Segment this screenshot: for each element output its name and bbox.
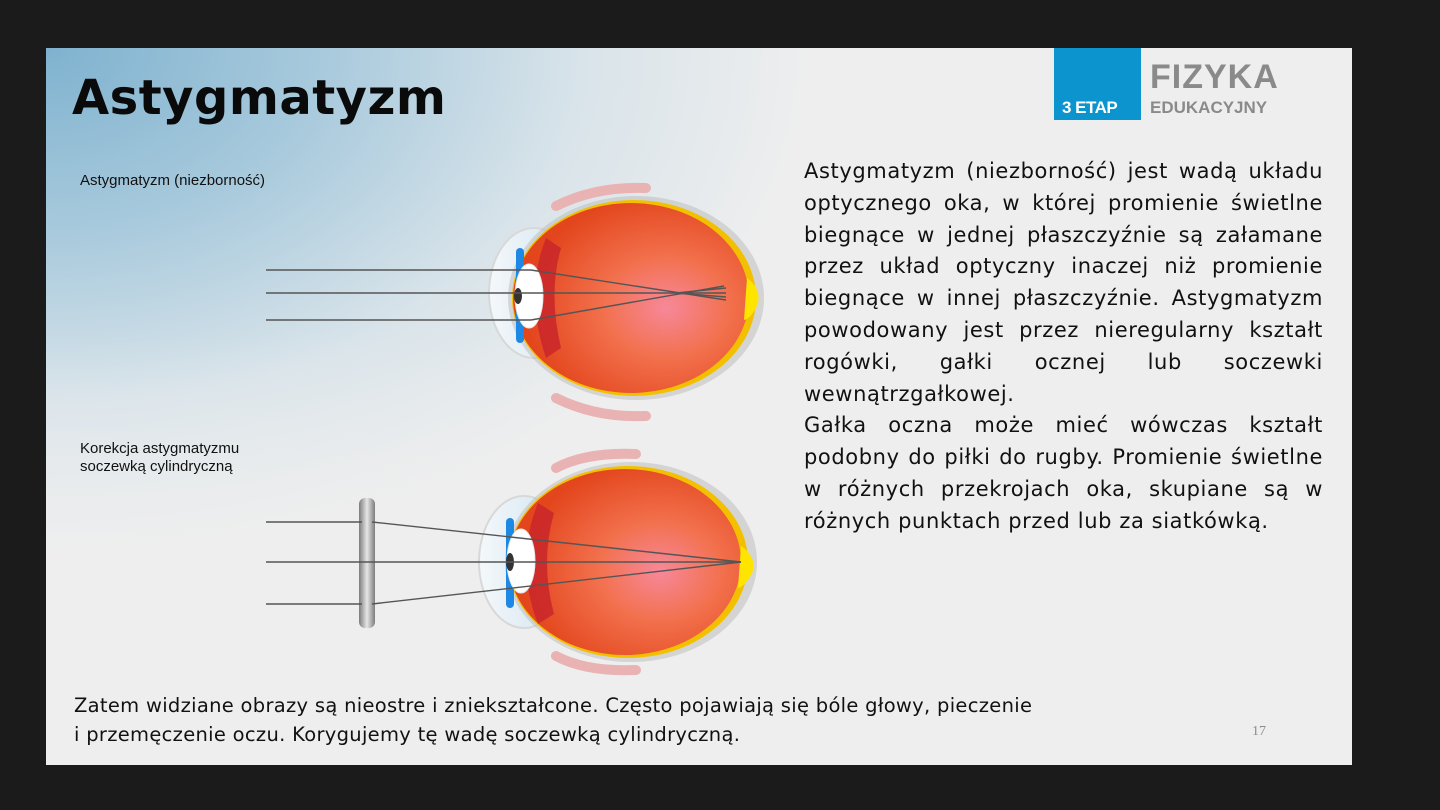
logo-name: FIZYKA (1150, 58, 1279, 96)
slide: Astygmatyzm 3 ETAP FIZYKA EDUKACYJNY Ast… (46, 48, 1352, 765)
figure-caption-correction: Korekcja astygmatyzmu soczewką cylindryc… (80, 440, 239, 476)
fizyka-edukacyjny-logo: 3 ETAP FIZYKA EDUKACYJNY (1054, 48, 1314, 120)
bottom-text: Zatem widziane obrazy są nieostre i znie… (74, 691, 1334, 749)
body-paragraph: Gałka oczna może mieć wówczas kształt po… (804, 413, 1323, 533)
page-number: 17 (1252, 724, 1266, 739)
caption-line: soczewką cylindryczną (80, 458, 233, 475)
bottom-line: i przemęczenie oczu. Korygujemy tę wadę … (74, 723, 741, 746)
eye-cross-section-cylindrical-lens-correction-icon (266, 448, 757, 676)
caption-line: Astygmatyzm (niezborność) (80, 172, 266, 189)
logo-subtitle: EDUKACYJNY (1150, 98, 1268, 117)
logo-badge-text: 3 ETAP (1062, 98, 1118, 117)
body-text: Astygmatyzm (niezborność) jest wadą ukła… (804, 156, 1323, 538)
eye-cross-section-astigmatism-icon (266, 182, 764, 422)
bottom-line: Zatem widziane obrazy są nieostre i znie… (74, 694, 1033, 717)
body-paragraph: Astygmatyzm (niezborność) jest wadą ukła… (804, 159, 1323, 406)
slide-title: Astygmatyzm (72, 70, 447, 126)
logo-badge (1054, 48, 1141, 120)
cylindrical-lens (359, 498, 375, 628)
figure-caption-astigmatism: Astygmatyzm (niezborność) (80, 172, 265, 190)
caption-line: Korekcja astygmatyzmu (80, 440, 240, 457)
